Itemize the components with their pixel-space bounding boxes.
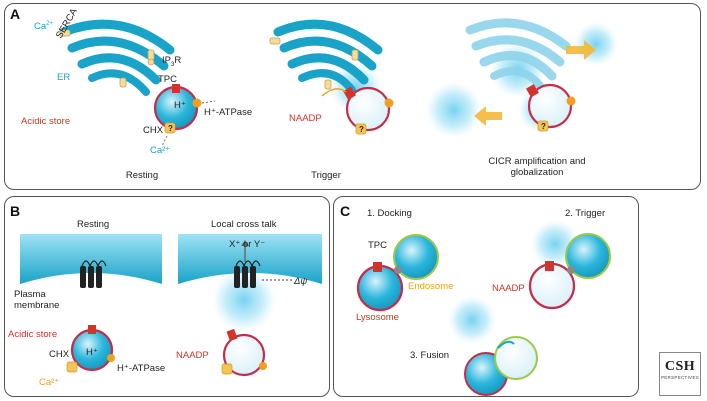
- ip3r-channel: [147, 49, 155, 66]
- tpc-label-a: TPC: [158, 74, 177, 85]
- h-atpase-resting: [192, 98, 202, 108]
- arrow-left-icon: [474, 106, 502, 126]
- resting-label-b: Resting: [77, 219, 110, 230]
- acidic-store-label-b: Acidic store: [8, 329, 58, 340]
- arrow-right-icon: [566, 40, 596, 60]
- plasma-membrane-crosstalk: [178, 234, 322, 284]
- plasma-membrane-label: Plasma membrane: [14, 289, 60, 311]
- channel-resting-pm: [80, 260, 107, 288]
- caption-cicr: CICR amplification and globalization: [488, 156, 586, 178]
- tpc-label-c: TPC: [368, 240, 387, 251]
- serca-pump: [59, 29, 71, 37]
- er-label: ER: [57, 72, 71, 83]
- acidic-store-trigger: [345, 86, 391, 132]
- h-atpase-label-a: H⁺-ATPase: [204, 107, 253, 118]
- panel-label-c: C: [340, 203, 351, 219]
- delta-psi-label: Δψ: [294, 276, 308, 287]
- acidic-store-b-crosstalk: [222, 333, 266, 377]
- tpc-trigger: [343, 86, 356, 100]
- ip3r-label: IP3R: [162, 55, 182, 68]
- panel-label-b: B: [10, 203, 21, 219]
- tpc-resting: [172, 84, 180, 93]
- caption-resting-a: Resting: [125, 170, 159, 181]
- docking-label: 1. Docking: [367, 208, 412, 219]
- h-plus-label-a: H⁺: [174, 100, 186, 111]
- ip3r-channel-2: [119, 77, 127, 88]
- question-mark-3: ?: [541, 122, 546, 131]
- ca-label-b: Ca²⁺: [39, 377, 60, 388]
- csh-perspectives-logo: CSH PERSPECTIVES: [659, 352, 701, 396]
- channel-crosstalk-pm: [234, 260, 261, 288]
- fusion-label: 3. Fusion: [410, 350, 450, 361]
- chx-label-a: CHX: [143, 125, 164, 136]
- naadp-label-c: NAADP: [492, 283, 525, 294]
- er-trigger: [273, 19, 383, 94]
- er-resting: [59, 19, 175, 96]
- lysosome-label: Lysosome: [356, 312, 399, 323]
- chx-exchanger-resting: [164, 122, 176, 134]
- ions-label: X⁺ or Y⁻: [229, 239, 266, 250]
- chx-label-b: CHX: [49, 349, 70, 360]
- acidic-store-label-a: Acidic store: [21, 116, 71, 127]
- h-atpase-label-b: H⁺-ATPase: [117, 363, 166, 374]
- plasma-membrane-resting: [20, 234, 162, 284]
- naadp-label-b: NAADP: [176, 350, 209, 361]
- h-plus-label-b: H⁺: [86, 347, 98, 358]
- er-cicr: [465, 18, 571, 92]
- local-cross-talk-label: Local cross talk: [211, 219, 277, 230]
- question-mark-1: ?: [168, 124, 173, 133]
- acidic-store-cicr: [527, 83, 573, 129]
- serca-ca-label: Ca2+: [34, 21, 53, 33]
- endosome-trigger: [565, 233, 611, 279]
- caption-trigger-a: Trigger: [311, 170, 341, 181]
- trigger-label-c: 2. Trigger: [565, 208, 606, 219]
- panel-label-a: A: [10, 6, 21, 22]
- ca-label-a: Ca²⁺: [150, 145, 171, 156]
- endosome-docking: [393, 234, 439, 280]
- naadp-label-a: NAADP: [289, 113, 322, 124]
- endosome-label: Endosome: [408, 281, 454, 292]
- question-mark-2: ?: [359, 125, 364, 134]
